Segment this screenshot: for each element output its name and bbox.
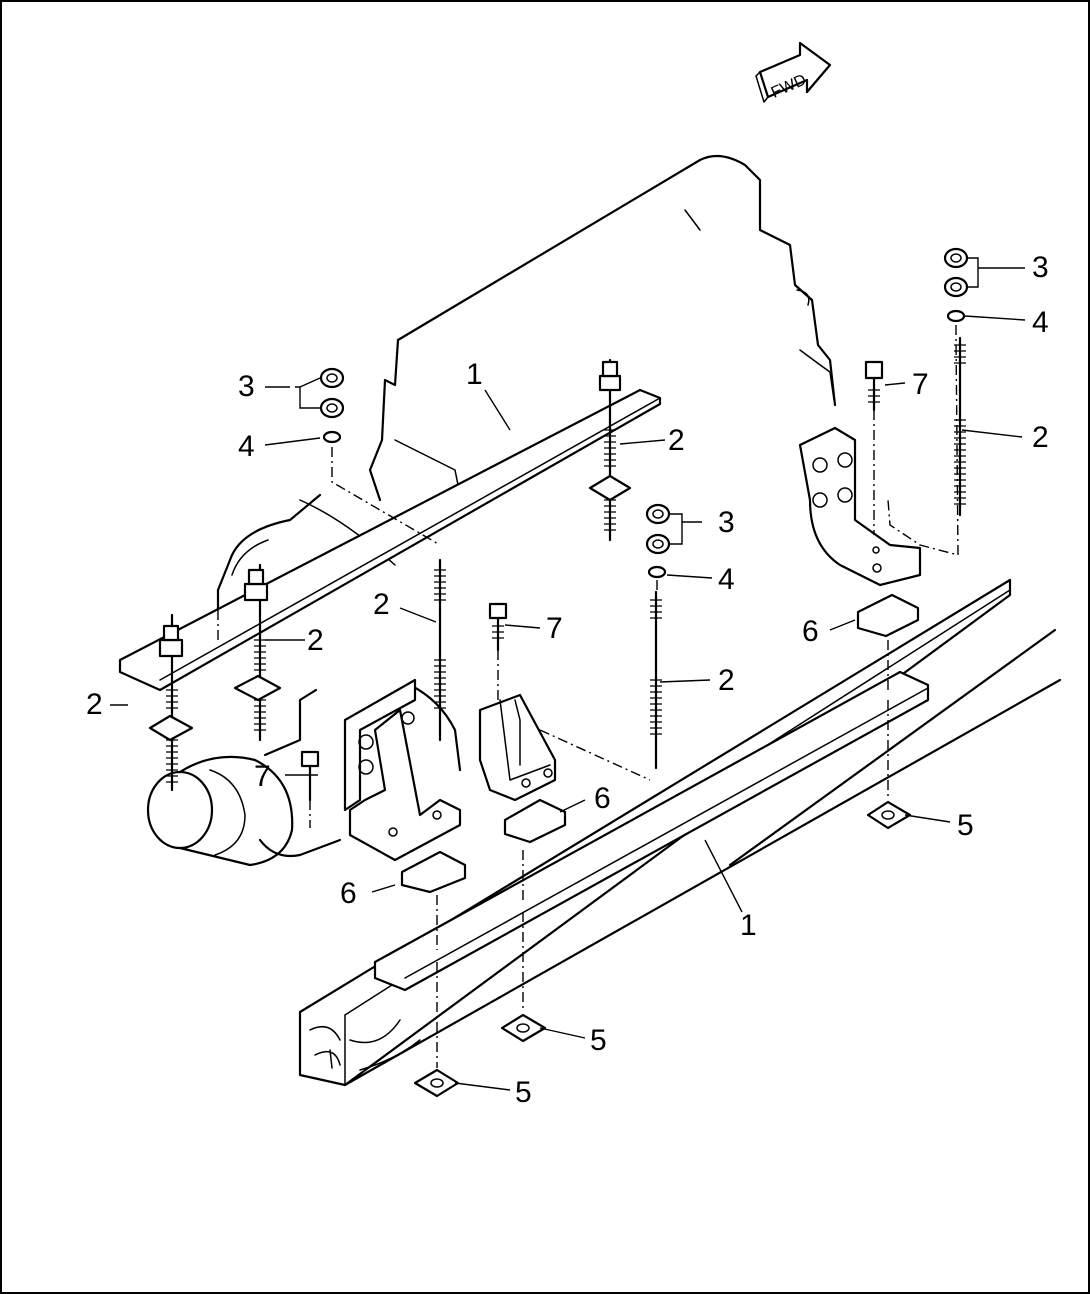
washer-icon <box>647 565 667 579</box>
washer-icon <box>322 430 342 444</box>
mounted-nuts <box>158 360 622 658</box>
right-mount-bracket <box>798 426 922 587</box>
callout-3: 3 <box>1032 251 1049 284</box>
engine-body <box>216 154 837 772</box>
callout-4: 4 <box>238 430 255 463</box>
callout-7: 7 <box>546 612 563 645</box>
hex-nut-icon <box>319 397 345 419</box>
leader-lines <box>110 257 1026 1091</box>
left-mount-bracket <box>343 678 462 862</box>
square-washer-icon <box>866 800 912 830</box>
hex-nut-icon <box>943 247 969 269</box>
callout-4: 4 <box>1032 306 1049 339</box>
transmission-housing <box>146 755 342 867</box>
callout-6: 6 <box>802 615 819 648</box>
bolt-icon <box>300 750 320 802</box>
callout-labels: 1 1 2 2 2 2 2 2 3 3 3 4 4 4 5 5 5 6 6 6 … <box>86 251 1049 1109</box>
callout-1: 1 <box>466 358 483 391</box>
callout-2: 2 <box>718 664 735 697</box>
callout-5: 5 <box>957 809 974 842</box>
callout-2: 2 <box>1032 421 1049 454</box>
callout-6: 6 <box>594 782 611 815</box>
callout-5: 5 <box>515 1076 532 1109</box>
hex-nut-icon <box>943 276 969 298</box>
upper-cross-member <box>118 388 662 692</box>
middle-mount-bracket <box>478 693 557 802</box>
callout-5: 5 <box>590 1024 607 1057</box>
hex-bolts <box>300 360 884 802</box>
callout-2: 2 <box>86 688 103 721</box>
callout-1: 1 <box>740 909 757 942</box>
callout-4: 4 <box>718 563 735 596</box>
callout-7: 7 <box>912 368 929 401</box>
callout-7: 7 <box>254 760 271 793</box>
bolt-icon <box>864 360 884 412</box>
stud-bolt <box>954 336 966 517</box>
frame-rail <box>298 578 1062 1087</box>
callout-6: 6 <box>340 877 357 910</box>
hex-nut-icon <box>645 503 671 525</box>
hex-nut-icon <box>319 367 345 389</box>
assembly-centerlines <box>217 325 959 1068</box>
callout-3: 3 <box>718 506 735 539</box>
stud-bolt <box>650 590 662 770</box>
cushion-pads <box>148 474 632 742</box>
callout-2: 2 <box>373 588 390 621</box>
shims <box>400 593 920 894</box>
stud-bolt <box>434 558 446 742</box>
bolt-icon <box>488 602 508 652</box>
exploded-nuts-washers <box>319 247 969 579</box>
callout-2: 2 <box>307 624 324 657</box>
callout-3: 3 <box>238 370 255 403</box>
square-washer-icon <box>500 1013 547 1043</box>
callout-2: 2 <box>668 424 685 457</box>
washer-icon <box>946 309 966 323</box>
hex-nut-icon <box>645 533 671 555</box>
